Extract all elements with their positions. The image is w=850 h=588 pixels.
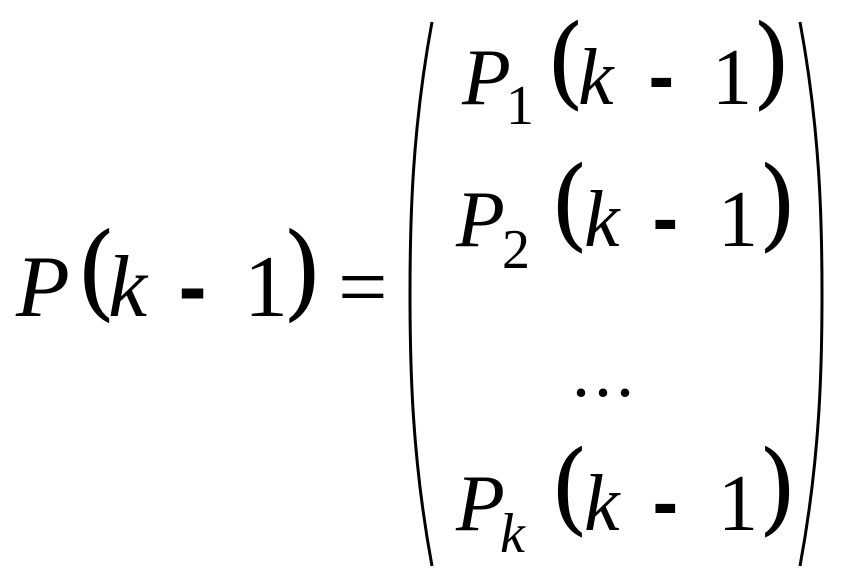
equals-sign: = bbox=[338, 239, 388, 336]
row-ellipsis: ... bbox=[572, 332, 638, 412]
lhs-open-paren: ( bbox=[76, 210, 117, 332]
vector-right-paren bbox=[798, 21, 824, 567]
row-k-constant: 1 bbox=[718, 460, 758, 548]
lhs-constant: 1 bbox=[244, 239, 288, 336]
row-2-subscript: 2 bbox=[502, 219, 530, 281]
row-k-close-paren: ) bbox=[758, 429, 798, 546]
row-k-variable: k bbox=[584, 460, 620, 548]
row-k-open-paren: ( bbox=[550, 429, 590, 546]
row-1-close-paren: ) bbox=[752, 3, 792, 120]
row-1-operator: - bbox=[648, 43, 675, 117]
row-k-subscript: k bbox=[500, 503, 525, 565]
row-2-close-paren: ) bbox=[758, 145, 798, 262]
vector-left-paren bbox=[408, 21, 434, 567]
lhs-operator: - bbox=[178, 249, 208, 331]
row-1-symbol: P bbox=[462, 34, 511, 122]
row-k-operator: - bbox=[652, 469, 679, 543]
row-1-constant: 1 bbox=[712, 34, 752, 122]
row-1-open-paren: ( bbox=[546, 3, 586, 120]
lhs-variable: k bbox=[108, 239, 148, 336]
row-2-open-paren: ( bbox=[550, 145, 590, 262]
row-2-operator: - bbox=[652, 185, 679, 259]
row-1-subscript: 1 bbox=[506, 75, 534, 137]
lhs-close-paren: ) bbox=[282, 210, 323, 332]
row-k-symbol: P bbox=[456, 460, 505, 548]
row-2-symbol: P bbox=[456, 176, 505, 264]
row-2-constant: 1 bbox=[718, 176, 758, 264]
lhs-symbol: P bbox=[16, 239, 70, 336]
row-1-variable: k bbox=[578, 34, 614, 122]
row-2-variable: k bbox=[584, 176, 620, 264]
